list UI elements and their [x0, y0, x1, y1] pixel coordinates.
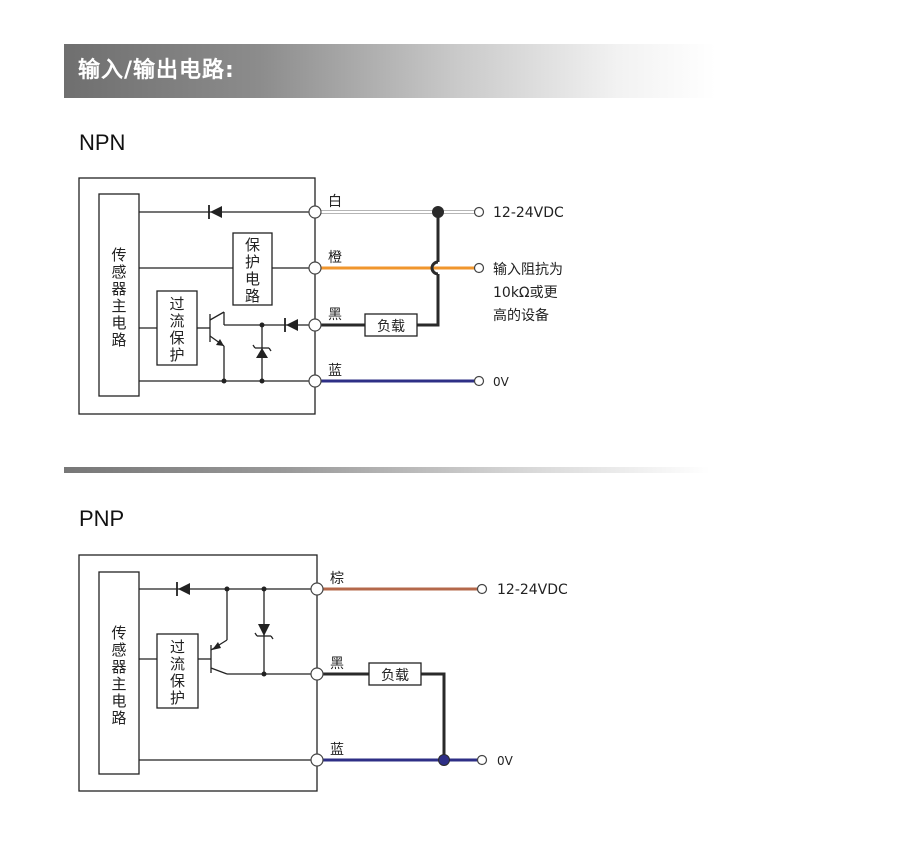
npn-supply-terminal [473, 206, 485, 218]
pnp-sensor-main-char: 电 [111, 692, 126, 710]
npn-ground-label: 0V [493, 375, 510, 389]
pnp-sensor-main-char: 传 [111, 624, 126, 642]
pnp-black-wire [317, 672, 446, 760]
npn-overcurrent-char: 过 [169, 295, 184, 313]
npn-ground-terminal [473, 375, 485, 387]
npn-overcurrent-char: 流 [169, 312, 184, 330]
npn-input-note-line: 10kΩ或更 [493, 285, 558, 301]
pnp-wire-label-blue: 蓝 [330, 742, 344, 758]
pnp-load-box [368, 662, 422, 686]
npn-wire-label-blue: 蓝 [328, 363, 342, 379]
pnp-sensor-main-char: 感 [111, 641, 126, 659]
npn-sensor-main-char: 主 [111, 297, 126, 315]
pnp-load-label: 负载 [381, 668, 409, 684]
npn-overcurrent-char: 护 [169, 346, 184, 364]
pnp-ground-label: 0V [497, 754, 514, 768]
npn-circuit-diagram: 传 感 器 主 电 路 保 护 电 路 过 流 保 护 白 橙 黑 蓝 负载 1… [78, 177, 564, 415]
npn-protection-char: 路 [245, 287, 260, 305]
npn-sensor-housing [78, 177, 316, 415]
npn-sensor-main-char: 感 [111, 263, 126, 281]
npn-supply-label: 12-24VDC [493, 205, 564, 221]
npn-sensor-main-char: 路 [111, 331, 126, 349]
pnp-ground-terminal [476, 754, 488, 766]
npn-sensor-main-circuit-box [98, 193, 140, 397]
npn-label: NPN [79, 130, 126, 155]
npn-wire-label-black: 黑 [328, 307, 342, 323]
section-divider [64, 467, 710, 473]
pnp-sensor-main-char: 路 [111, 709, 126, 727]
pnp-sensor-main-char: 主 [111, 675, 126, 693]
pnp-overcurrent-char: 流 [170, 655, 185, 673]
npn-input-note-line: 高的设备 [493, 307, 549, 324]
pnp-overcurrent-char: 护 [170, 689, 185, 707]
npn-sensor-main-char: 器 [111, 280, 126, 298]
npn-wire-label-white: 白 [328, 194, 342, 210]
npn-black-wire [315, 212, 440, 327]
pnp-overcurrent-protection-box [156, 633, 199, 709]
section-header-bar: 输入/输出电路: [64, 44, 716, 98]
pnp-sensor-main-circuit-box [98, 571, 140, 775]
npn-wire-label-orange: 橙 [328, 250, 342, 266]
pnp-supply-label: 12-24VDC [497, 582, 568, 598]
pnp-sensor-main-char: 器 [111, 658, 126, 676]
npn-load-label: 负载 [377, 319, 405, 335]
pnp-overcurrent-char: 过 [170, 638, 185, 656]
npn-overcurrent-char: 保 [169, 329, 184, 347]
npn-sensor-main-char: 传 [111, 246, 126, 264]
npn-output-terminal [473, 262, 485, 274]
npn-load-box [364, 313, 418, 337]
npn-protection-char: 护 [245, 253, 260, 271]
pnp-overcurrent-char: 保 [170, 672, 185, 690]
pnp-label: PNP [79, 506, 125, 531]
pnp-supply-terminal [476, 583, 488, 595]
pnp-wire-label-black: 黑 [330, 656, 344, 672]
npn-protection-char: 电 [245, 270, 260, 288]
npn-protection-char: 保 [245, 236, 260, 254]
pnp-wire-label-brown: 棕 [330, 571, 344, 587]
npn-sensor-main-char: 电 [111, 314, 126, 332]
npn-protection-circuit-box [232, 232, 273, 306]
npn-input-note-line: 输入阻抗为 [493, 262, 563, 278]
section-title: 输入/输出电路: [78, 58, 235, 83]
